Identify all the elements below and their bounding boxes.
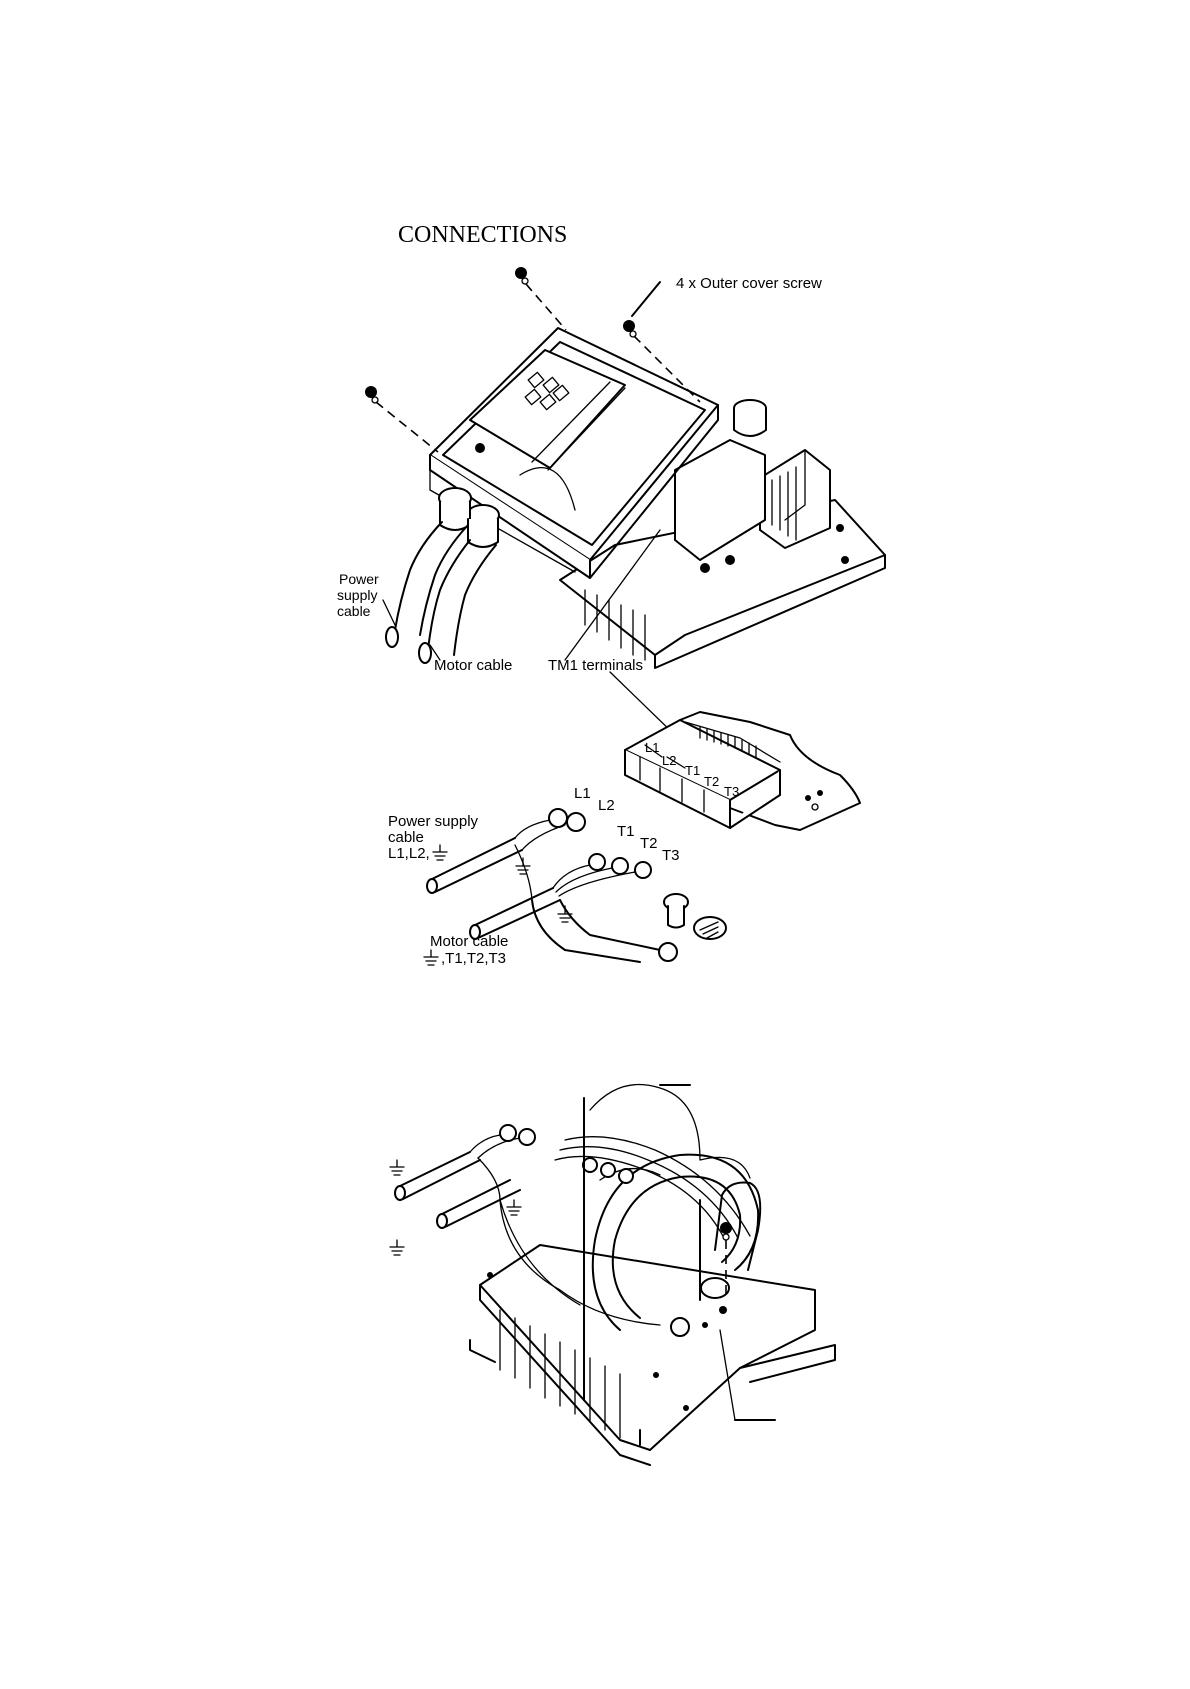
power-supply-cable-label: cable bbox=[337, 603, 371, 619]
terminal-label: T3 bbox=[724, 784, 739, 799]
terminal-label: L2 bbox=[662, 753, 676, 768]
screw-icon bbox=[515, 267, 528, 284]
cable-routing-figure bbox=[390, 1084, 835, 1465]
power-cable-detail-label: L1,L2, bbox=[388, 845, 430, 862]
ground-symbol-icon bbox=[516, 858, 530, 874]
screw-icon bbox=[720, 1222, 732, 1240]
ground-plate-icon bbox=[694, 917, 726, 939]
motor-cable-detail-label: ,T1,T2,T3 bbox=[441, 950, 506, 967]
cable-terminal-label: L1 bbox=[574, 785, 591, 802]
cable-terminal-label: T3 bbox=[662, 847, 680, 864]
screw-icon bbox=[475, 443, 485, 453]
power-supply-cable-label: Power bbox=[339, 571, 379, 587]
power-cable-detail-label: Power supply bbox=[388, 813, 479, 830]
terminal-block-figure: L1 L2 T1 T2 T3 bbox=[610, 672, 860, 830]
ground-symbol-icon bbox=[390, 1160, 404, 1175]
cable-preparation-figure: L1 L2 T1 T2 T3 Power supply cable L1,L2,… bbox=[388, 785, 726, 967]
ground-symbol-icon bbox=[433, 845, 447, 860]
ground-symbol-icon bbox=[507, 1200, 521, 1215]
cable-terminal-label: T1 bbox=[617, 823, 635, 840]
outer-cover-screw-label: 4 x Outer cover screw bbox=[676, 275, 822, 292]
ground-symbol-icon bbox=[558, 906, 572, 922]
motor-cable-label: Motor cable bbox=[434, 657, 512, 674]
terminal-label: T1 bbox=[685, 763, 700, 778]
power-supply-cable-label: supply bbox=[337, 587, 377, 603]
drive-unit-figure: 4 x Outer cover screw Power supply cable… bbox=[337, 267, 885, 674]
terminal-label: L1 bbox=[645, 740, 659, 755]
ground-symbol-icon bbox=[424, 950, 438, 965]
page-title: CONNECTIONS bbox=[398, 222, 567, 248]
motor-cable-detail-label: Motor cable bbox=[430, 933, 508, 950]
power-cable-detail-label: cable bbox=[388, 829, 424, 846]
terminal-label: T2 bbox=[704, 774, 719, 789]
tm1-terminals-label: TM1 terminals bbox=[548, 657, 643, 674]
ground-symbol-icon bbox=[390, 1240, 404, 1255]
screw-icon bbox=[664, 894, 688, 928]
cable-terminal-label: L2 bbox=[598, 797, 615, 814]
cooling-fan bbox=[760, 450, 830, 548]
cable-terminal-label: T2 bbox=[640, 835, 658, 852]
screw-icon bbox=[365, 386, 378, 403]
screw-icon bbox=[623, 320, 636, 337]
